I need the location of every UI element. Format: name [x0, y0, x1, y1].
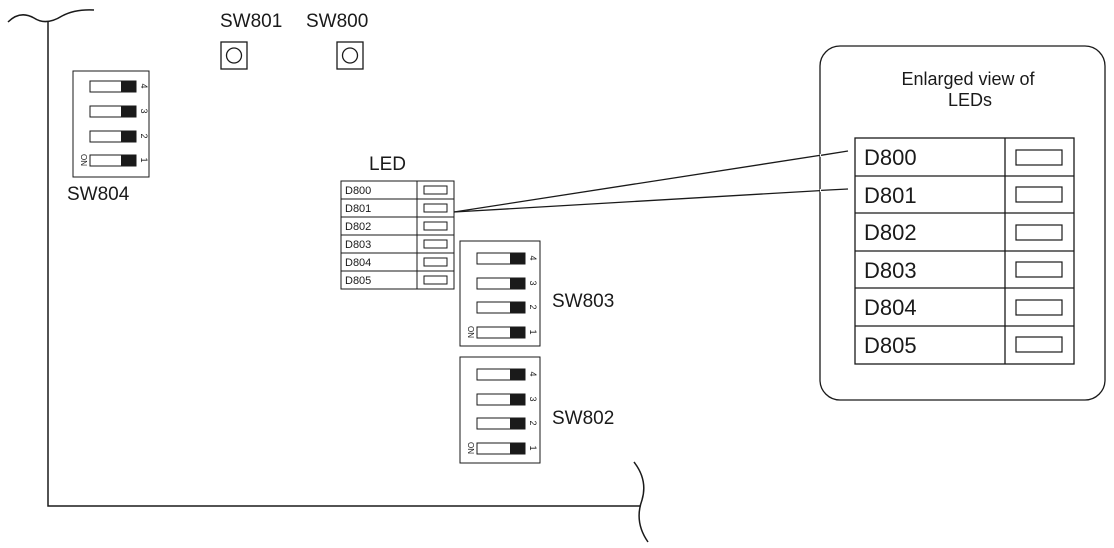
led-row-d804: D804: [345, 257, 448, 269]
led-row-d800: D800: [345, 185, 448, 197]
led-row-d805: D805: [345, 275, 448, 287]
sw802-on-label: ON: [466, 442, 475, 454]
callout-row-d805: D805: [864, 333, 1063, 358]
sw804-pos-2: 2: [139, 133, 149, 138]
sw802-pos-4: 4: [528, 371, 538, 376]
callout-row-d804: D804: [864, 295, 1063, 320]
sw803-pos-1: 1: [528, 329, 538, 334]
sw804-slider-4: 4: [89, 80, 149, 93]
sw804-slider-2: 2: [89, 130, 149, 143]
sw803-on-label: ON: [466, 326, 475, 338]
callout-led-indicator-d804: [1015, 299, 1063, 316]
sw803-label: SW803: [552, 291, 614, 312]
sw804-slider-1: 1: [89, 154, 149, 167]
callout-row-d800: D800: [864, 145, 1063, 170]
callout-led-indicator-d801: [1015, 186, 1063, 203]
sw801-label: SW801: [220, 11, 282, 32]
led-panel: LED D800 D801 D802 D803 D804 D805: [340, 154, 455, 290]
sw804-pos-3: 3: [139, 108, 149, 113]
led-row-d802: D802: [345, 221, 448, 233]
dip-switch-sw803: 4 3 2 1 ON SW803: [459, 240, 614, 347]
led-row-d803: D803: [345, 239, 448, 251]
callout-leader-lines: [453, 150, 849, 213]
led-indicator-d804: [423, 257, 448, 267]
sw803-slider-4: 4: [476, 252, 538, 265]
led-label-d802: D802: [345, 221, 371, 233]
led-indicator-d805: [423, 275, 448, 285]
sw802-pos-1: 1: [528, 445, 538, 450]
led-label-d800: D800: [345, 185, 371, 197]
sw803-pos-2: 2: [528, 304, 538, 309]
callout-led-indicator-d803: [1015, 261, 1063, 278]
callout-title-line1: Enlarged view of: [901, 69, 1035, 89]
right-break-line: [633, 461, 649, 543]
led-panel-title: LED: [369, 154, 406, 175]
sw804-pos-4: 4: [139, 83, 149, 88]
led-row-d801: D801: [345, 203, 448, 215]
board-edge: [47, 22, 640, 507]
dip-switch-sw804: 4 3 2 1 ON SW804: [67, 70, 150, 205]
callout-led-label-d802: D802: [864, 220, 917, 245]
callout-led-label-d803: D803: [864, 258, 917, 283]
sw803-slider-3: 3: [476, 277, 538, 290]
sw804-label: SW804: [67, 184, 130, 205]
led-label-d804: D804: [345, 257, 371, 269]
sw802-slider-2: 2: [476, 417, 538, 430]
callout-led-label-d804: D804: [864, 295, 917, 320]
callout-led-indicator-d805: [1015, 336, 1063, 353]
push-button-sw801: SW801: [220, 11, 282, 70]
callout-row-d803: D803: [864, 258, 1063, 283]
sw800-button: [341, 47, 359, 64]
sw803-pos-3: 3: [528, 280, 538, 285]
sw802-pos-3: 3: [528, 396, 538, 401]
callout-row-d802: D802: [864, 220, 1063, 245]
sw802-pos-2: 2: [528, 420, 538, 425]
sw802-slider-1: 1: [476, 442, 538, 455]
sw804-on-label: ON: [79, 154, 88, 166]
sw804-slider-3: 3: [89, 105, 149, 118]
sw800-label: SW800: [306, 11, 368, 32]
sw801-button: [225, 47, 243, 64]
sw802-slider-3: 3: [476, 393, 538, 406]
callout-led-label-d801: D801: [864, 183, 917, 208]
sw802-slider-4: 4: [476, 368, 538, 381]
enlarged-led-callout: Enlarged view of LEDs D800 D801 D802 D80…: [819, 45, 1106, 401]
callout-led-indicator-d802: [1015, 224, 1063, 241]
callout-led-label-d800: D800: [864, 145, 917, 170]
led-label-d801: D801: [345, 203, 371, 215]
push-button-sw800: SW800: [306, 11, 368, 70]
sw803-pos-4: 4: [528, 255, 538, 260]
led-indicator-d800: [423, 185, 448, 195]
callout-led-label-d805: D805: [864, 333, 917, 358]
dip-switch-sw802: 4 3 2 1 ON SW802: [459, 356, 614, 464]
led-label-d805: D805: [345, 275, 371, 287]
board-outline: [7, 9, 649, 543]
led-indicator-d802: [423, 221, 448, 231]
sw804-pos-1: 1: [139, 157, 149, 162]
top-break-line: [7, 9, 95, 23]
sw803-slider-2: 2: [476, 301, 538, 314]
led-label-d803: D803: [345, 239, 371, 251]
sw803-slider-1: 1: [476, 326, 538, 339]
led-indicator-d803: [423, 239, 448, 249]
callout-title-line2: LEDs: [948, 90, 992, 110]
callout-led-indicator-d800: [1015, 149, 1063, 166]
callout-row-d801: D801: [864, 183, 1063, 208]
led-indicator-d801: [423, 203, 448, 213]
sw802-label: SW802: [552, 408, 614, 429]
